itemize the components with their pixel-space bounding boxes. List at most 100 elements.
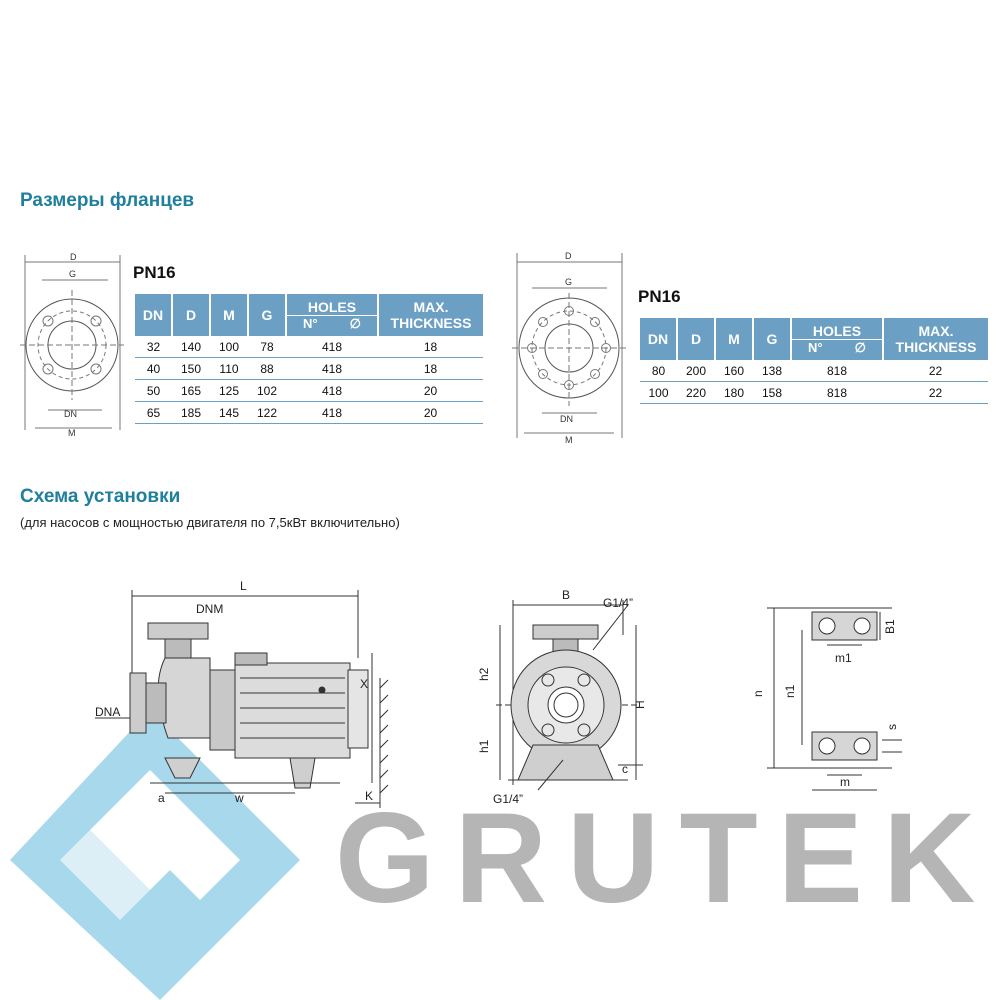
dim-l-label: L <box>240 579 247 593</box>
table-cell: 18 <box>833 385 848 400</box>
table-cell: 125 <box>210 379 248 402</box>
table-cell: 40 <box>135 357 172 380</box>
table-cell: 140 <box>172 336 210 358</box>
dim-h-label: H <box>633 700 647 709</box>
pn-label: PN16 <box>638 287 681 306</box>
col-header: MAX. THICKNESS <box>883 318 988 360</box>
holes-count-label: N° <box>808 339 823 355</box>
flange-d-label: D <box>565 251 572 261</box>
flange-section-title: Размеры фланцев <box>20 190 195 211</box>
dim-n1-label: n1 <box>783 684 797 698</box>
table-cell: 50 <box>135 379 172 402</box>
table-cell: 110 <box>210 357 248 380</box>
table-cell: 18 <box>378 336 483 358</box>
table-cell: 102 <box>248 379 286 402</box>
table-cell: 122 <box>248 401 286 424</box>
table-cell: 185 <box>172 401 210 424</box>
dim-x-label: X <box>360 677 368 691</box>
table-cell: 18 <box>328 339 343 354</box>
table-cell: 18 <box>328 361 343 376</box>
table-cell: 18 <box>378 357 483 380</box>
dim-dnm-label: DNM <box>196 602 223 616</box>
pump-foot-view: n n1 B1 m1 s m <box>752 607 902 791</box>
table-cell: 4 <box>321 405 329 420</box>
table-cell: 150 <box>172 357 210 380</box>
flange-g-label: G <box>565 277 572 287</box>
grutek-logo-icon <box>10 710 300 1000</box>
table-cell: 180 <box>715 381 753 404</box>
dim-w-label: w <box>234 791 244 805</box>
table-cell: 818 <box>791 381 883 404</box>
flange-m-label: M <box>565 435 573 445</box>
table-cell: 145 <box>210 401 248 424</box>
table-cell: 65 <box>135 401 172 424</box>
dim-h2-label: h2 <box>478 667 491 681</box>
table-cell: 4 <box>321 339 329 354</box>
table-cell: 138 <box>753 360 791 382</box>
holes-header: HOLES N° ∅ <box>791 318 884 360</box>
installation-section-title: Схема установки <box>20 486 181 507</box>
table-cell: 8 <box>826 363 834 378</box>
table-cell: 8 <box>826 385 834 400</box>
table-cell: 200 <box>677 360 715 382</box>
table-cell: 32 <box>135 336 172 358</box>
table-cell: 158 <box>753 381 791 404</box>
table-cell: 22 <box>883 360 988 382</box>
table-cell: 100 <box>640 381 677 404</box>
brand-name: GRUTEK <box>335 787 996 930</box>
col-header: G <box>753 318 792 360</box>
pump-front-view: B G1/4” h2 H h1 c G1/4” <box>478 588 647 806</box>
dim-k-label: K <box>365 789 373 803</box>
table-cell: 18 <box>328 405 343 420</box>
table-cell: 18 <box>833 363 848 378</box>
dim-n-label: n <box>752 690 765 697</box>
table-cell: 78 <box>248 336 286 358</box>
table-cell: 100 <box>210 336 248 358</box>
table-cell: 4 <box>321 361 329 376</box>
diameter-icon: ∅ <box>854 339 866 355</box>
table-cell: 418 <box>286 401 378 424</box>
col-header: DN <box>640 318 678 360</box>
dim-b1-label: B1 <box>883 619 897 634</box>
table-cell: 165 <box>172 379 210 402</box>
pump-side-view: L DNM DNA X a w K <box>95 579 389 808</box>
col-header: D <box>677 318 716 360</box>
col-header: D <box>172 294 211 336</box>
flange-g-label: G <box>69 269 76 279</box>
flange-m-label: M <box>68 428 76 438</box>
table-cell: 418 <box>286 357 378 380</box>
holes-label: HOLES <box>812 322 862 339</box>
table-cell: 418 <box>286 336 378 358</box>
table-cell: 80 <box>640 360 677 382</box>
table-cell: 20 <box>378 401 483 424</box>
pn-label: PN16 <box>133 263 176 282</box>
table-cell: 4 <box>321 383 329 398</box>
table-cell: 22 <box>883 381 988 404</box>
dim-h1-label: h1 <box>478 739 491 753</box>
table-cell: 160 <box>715 360 753 382</box>
col-header: M <box>715 318 754 360</box>
holes-header: HOLES N°∅ <box>286 294 379 336</box>
dim-m-label: m <box>840 775 850 789</box>
dim-c-label: c <box>622 762 628 776</box>
dim-s-label: s <box>885 724 899 730</box>
dim-m1-label: m1 <box>835 651 852 665</box>
table-cell: 88 <box>248 357 286 380</box>
installation-subtitle: (для насосов с мощностью двигателя по 7,… <box>20 515 400 530</box>
dim-a-label: a <box>158 791 165 805</box>
table-cell: 18 <box>328 383 343 398</box>
flange-drawing-large: D G DN M <box>512 251 626 445</box>
flange-d-label: D <box>70 252 77 262</box>
table-cell: 418 <box>286 379 378 402</box>
table-cell: 20 <box>378 379 483 402</box>
col-header: G <box>248 294 287 336</box>
flange-dn-label: DN <box>560 414 573 424</box>
flange-dn-label: DN <box>64 409 77 419</box>
